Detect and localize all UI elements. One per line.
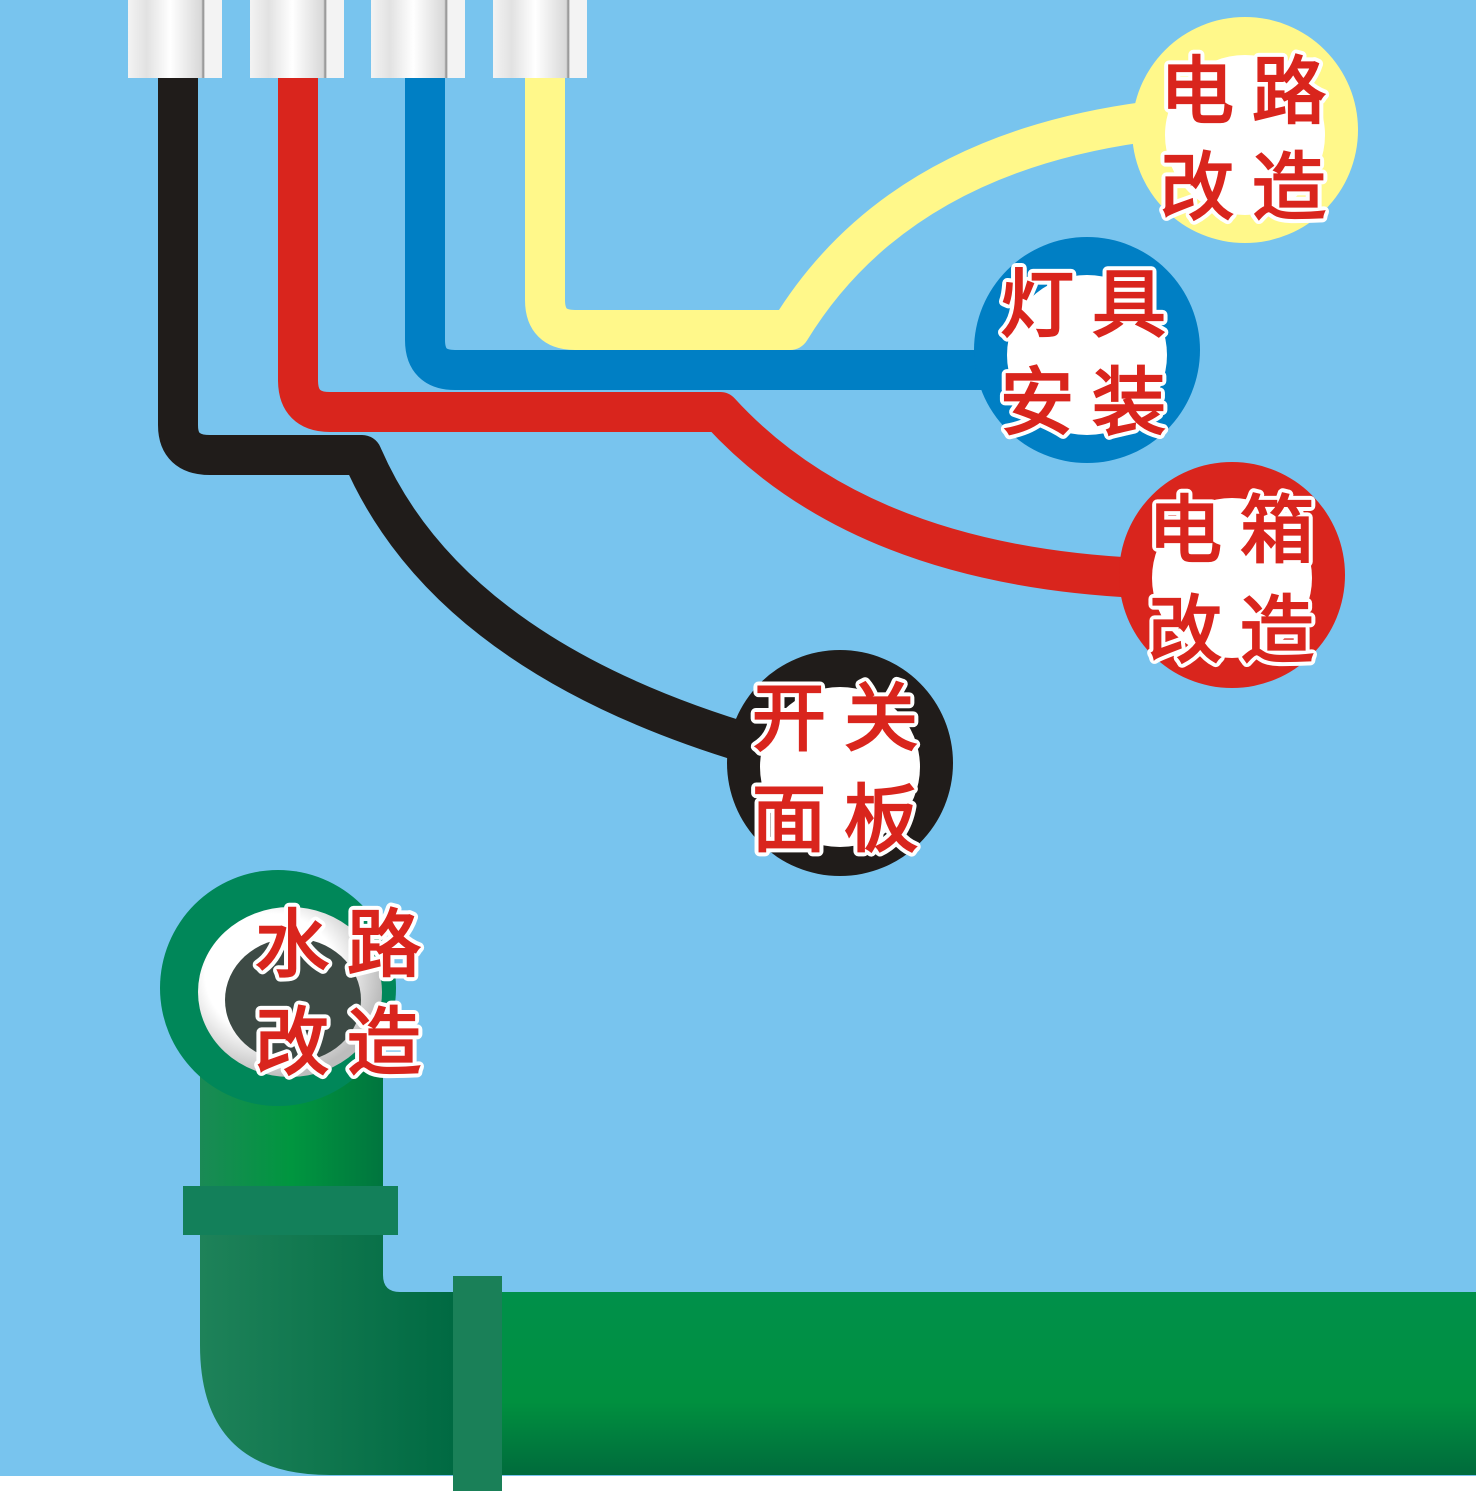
conduit-1 — [128, 0, 222, 78]
pipe-collar — [183, 1186, 398, 1235]
red-wire — [278, 78, 1141, 598]
badge-lighting-line2: 安装 — [1000, 360, 1184, 446]
yellow-wire — [525, 78, 1163, 350]
conduit-4 — [493, 0, 587, 78]
conduit-group — [128, 0, 587, 78]
conduit-2 — [250, 0, 344, 78]
badge-lighting-line1: 灯具 — [1000, 262, 1184, 348]
badge-switch-line2: 面板 — [752, 777, 936, 863]
pipe-horizontal — [500, 1292, 1476, 1475]
badge-panel-line1: 电箱 — [1148, 488, 1332, 574]
badge-switch: 开关 面板 — [727, 650, 953, 876]
badge-circuit-line1: 电路 — [1160, 49, 1344, 135]
badge-water-line1: 水路 — [255, 902, 439, 988]
badge-water-line2: 改造 — [255, 1000, 439, 1086]
badge-circuit: 电路 改造 — [1132, 17, 1358, 243]
pipe-flange — [453, 1276, 502, 1491]
pipe-opening-hole — [225, 938, 361, 1062]
conduit-3 — [371, 0, 465, 78]
pipe-elbow — [200, 1235, 455, 1475]
badge-panel-line2: 改造 — [1148, 588, 1332, 674]
badge-panel: 电箱 改造 — [1119, 462, 1345, 688]
blue-wire — [405, 78, 1000, 390]
black-wire — [158, 78, 776, 770]
badge-switch-line1: 开关 — [752, 676, 936, 762]
water-pipe: 水路 改造 — [160, 870, 1476, 1491]
badge-lighting: 灯具 安装 — [974, 237, 1200, 463]
badge-circuit-line2: 改造 — [1160, 145, 1344, 231]
